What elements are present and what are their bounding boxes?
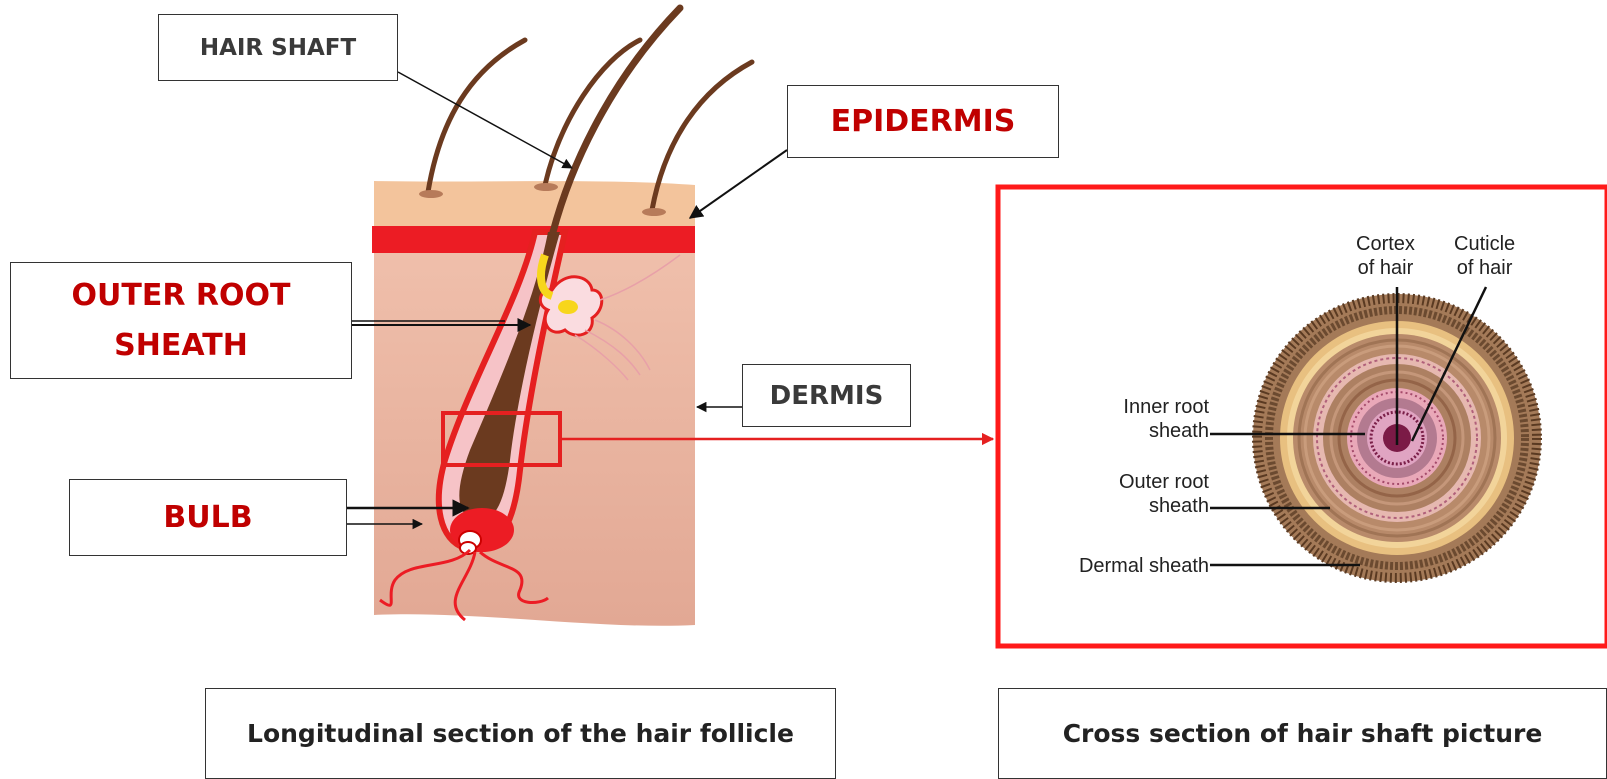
cortex-label-line1: Cortex: [1356, 232, 1415, 256]
cuticle-label-line2: of hair: [1454, 256, 1515, 280]
outer-root-label-line2: sheath: [1119, 494, 1209, 518]
caption-right: Cross section of hair shaft picture: [998, 688, 1607, 779]
hair-shaft-label-text: HAIR SHAFT: [200, 35, 356, 61]
dermis-label: DERMIS: [742, 364, 911, 427]
bulb-label-text: BULB: [163, 500, 252, 535]
cortex-label: Cortex of hair: [1356, 232, 1415, 280]
bulb-papilla: [450, 508, 514, 552]
inner-root-sheath-label: Inner root sheath: [1123, 395, 1209, 443]
cortex-label-line2: of hair: [1356, 256, 1415, 280]
cuticle-label: Cuticle of hair: [1454, 232, 1515, 280]
inner-root-label-line2: sheath: [1123, 419, 1209, 443]
hair-shaft-label: HAIR SHAFT: [158, 14, 398, 81]
outer-root-label-line1: Outer root: [1119, 470, 1209, 494]
caption-left-text: Longitudinal section of the hair follicl…: [247, 719, 794, 748]
caption-right-text: Cross section of hair shaft picture: [1063, 719, 1543, 748]
hair-shaft-leader: [398, 72, 572, 168]
caption-left: Longitudinal section of the hair follicl…: [205, 688, 836, 779]
dermal-sheath-label-text: Dermal sheath: [1079, 554, 1209, 578]
outer-root-sheath-label-text: OUTER ROOT SHEATH: [51, 271, 311, 371]
epidermis-leader: [690, 150, 787, 218]
dermis-label-text: DERMIS: [770, 381, 884, 411]
inner-root-label-line1: Inner root: [1123, 395, 1209, 419]
epidermis-label-text: EPIDERMIS: [831, 104, 1016, 139]
bulb-label: BULB: [69, 479, 347, 556]
cuticle-label-line1: Cuticle: [1454, 232, 1515, 256]
epidermis-label: EPIDERMIS: [787, 85, 1059, 158]
dermal-sheath-label: Dermal sheath: [1079, 554, 1209, 578]
outer-root-sheath-label: OUTER ROOT SHEATH: [10, 262, 352, 379]
outer-root-sheath-cs-label: Outer root sheath: [1119, 470, 1209, 518]
hair-strand-middle: [545, 40, 640, 185]
